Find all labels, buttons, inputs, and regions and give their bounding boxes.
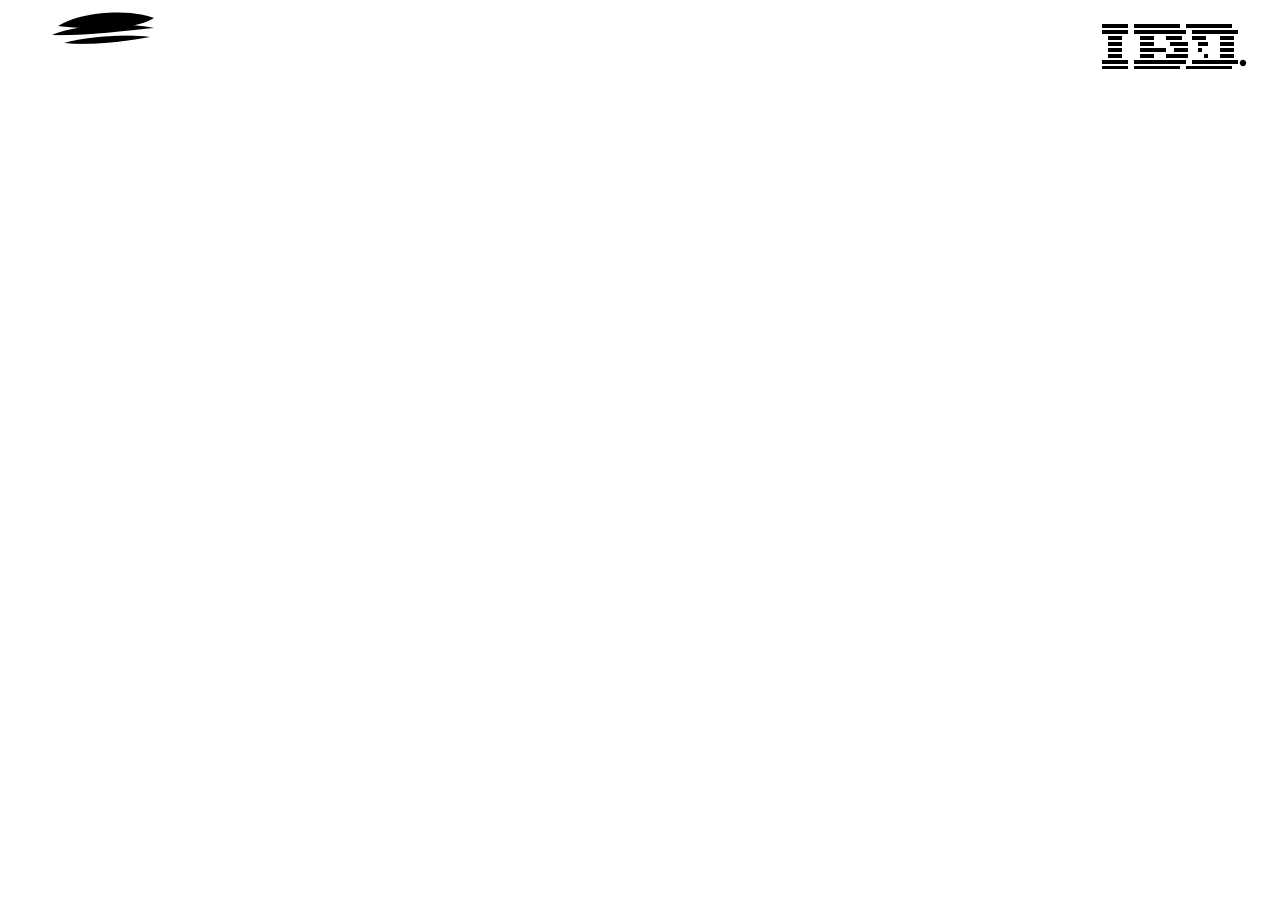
us-open-swoosh-icon [52,12,154,44]
page-header [0,0,1286,78]
us-open-logo [22,8,167,80]
ibm-logo [1102,24,1247,69]
